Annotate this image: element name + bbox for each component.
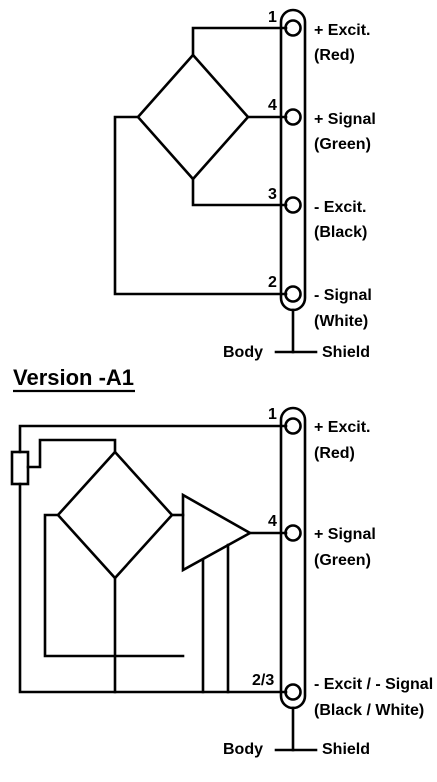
lower-pin-color: (Black / White)	[314, 702, 424, 719]
lower-wire-excit-plus	[18, 424, 288, 454]
upper-pin-number: 3	[268, 186, 277, 203]
upper-pin-label: - Signal	[314, 287, 372, 304]
lower-pin-number: 2/3	[252, 672, 274, 689]
upper-pin-1-terminal	[284, 19, 302, 37]
upper-pin-color: (White)	[314, 313, 368, 330]
lower-pin-label: + Excit.	[314, 419, 370, 436]
upper-pin-color: (Red)	[314, 47, 355, 64]
upper-body-label: Body	[223, 344, 263, 361]
lower-pin-number: 4	[268, 513, 277, 530]
lower-shield-label: Shield	[322, 741, 370, 758]
upper-pin-number: 2	[268, 274, 277, 291]
upper-pin-number: 4	[268, 97, 277, 114]
lower-pin-4-terminal	[284, 524, 302, 542]
lower-pin-1-terminal	[284, 417, 302, 435]
lower-pin-color: (Red)	[314, 445, 355, 462]
upper-wire-excit-minus	[191, 177, 288, 207]
upper-pin-color: (Green)	[314, 136, 371, 153]
lower-pin-2-3-terminal	[284, 683, 302, 701]
upper-pin-4-terminal	[284, 108, 302, 126]
lower-amplifier	[181, 492, 253, 573]
upper-diagram: 1 4 3 2 + Excit. (Red) + Signal (Green) …	[113, 8, 376, 361]
lower-pin-color: (Green)	[314, 552, 371, 569]
upper-connector-housing	[279, 8, 307, 312]
lower-bridge-diamond	[56, 450, 174, 580]
upper-pin-2-terminal	[284, 285, 302, 303]
lower-trim-resistor	[10, 450, 30, 486]
upper-wire-signal-minus	[113, 115, 288, 296]
lower-pin-label: + Signal	[314, 526, 376, 543]
upper-pin-3-terminal	[284, 196, 302, 214]
upper-pin-number: 1	[268, 9, 277, 26]
upper-pin-color: (Black)	[314, 224, 367, 241]
lower-diagram: 1 4 2/3 + Excit. (Red) + Signal (Green) …	[10, 406, 433, 758]
upper-pin-label: + Excit.	[314, 22, 370, 39]
lower-body-label: Body	[223, 741, 263, 758]
upper-wire-excit-plus	[191, 26, 288, 57]
lower-connector-housing	[279, 406, 307, 710]
lower-pin-label: - Excit / - Signal	[314, 676, 433, 693]
upper-shield-label: Shield	[322, 344, 370, 361]
upper-bridge-diamond	[136, 53, 250, 181]
upper-pin-label: + Signal	[314, 111, 376, 128]
version-title: Version -A1	[13, 365, 134, 390]
upper-pin-label: - Excit.	[314, 199, 366, 216]
lower-wire-resistor-to-bridge	[26, 438, 117, 469]
lower-pin-number: 1	[268, 406, 277, 423]
lower-wire-excit-minus	[18, 482, 288, 694]
